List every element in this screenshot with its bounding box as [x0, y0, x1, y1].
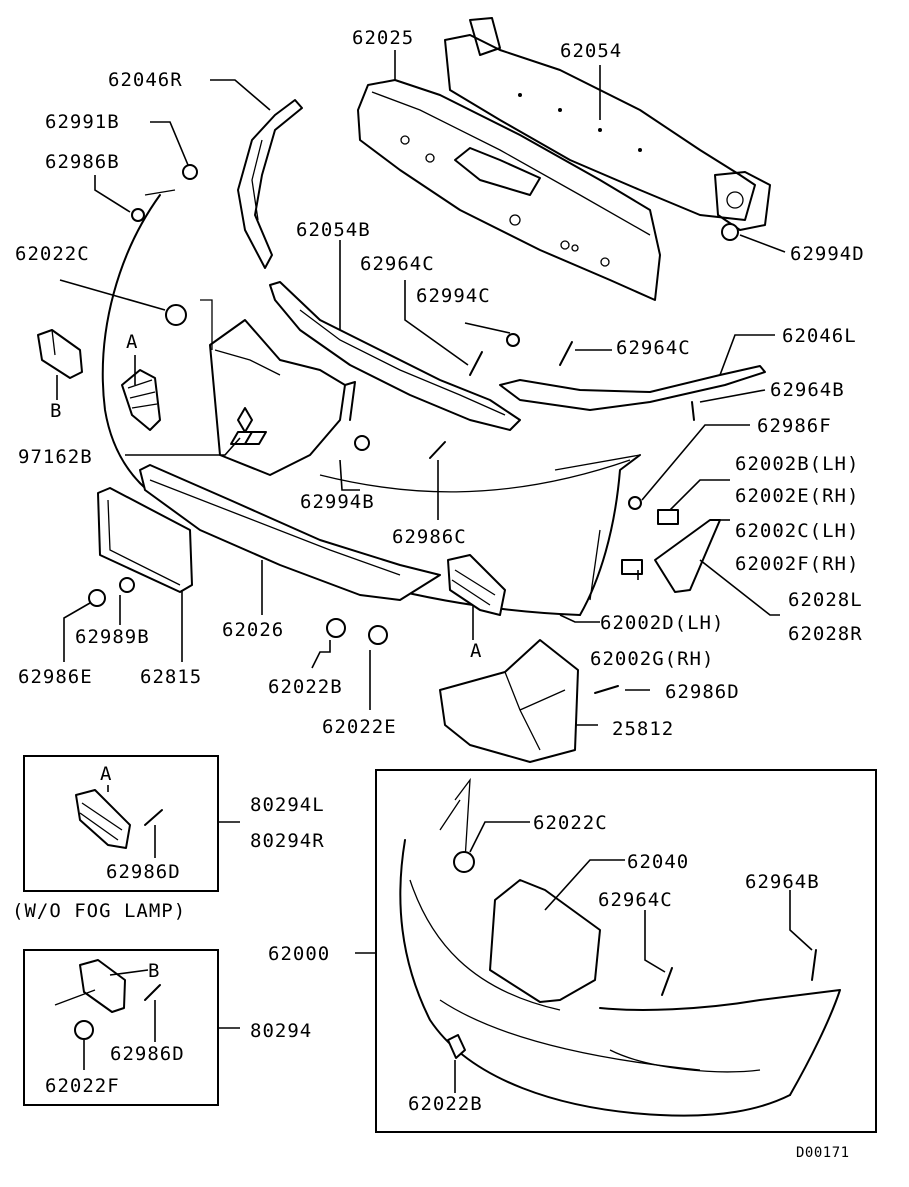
clip-62964C [469, 351, 483, 376]
label-62054: 62054 [560, 40, 622, 62]
label-62986F: 62986F [757, 415, 832, 437]
bolt-62994B [354, 435, 370, 451]
bracket-62046R [237, 99, 303, 269]
label-62986E: 62986E [18, 666, 93, 688]
label-62000: 62000 [268, 943, 330, 965]
label-62026: 62026 [222, 619, 284, 641]
label-80294: 80294 [250, 1020, 312, 1042]
label-62994D: 62994D [790, 243, 865, 265]
part-labels: 62025 62054 62046R 62991B 62986B 62022C … [12, 27, 865, 1161]
label-62022B-a: 62022B [268, 676, 343, 698]
emblem-icon [230, 407, 267, 445]
label-62002G: 62002G(RH) [590, 648, 714, 670]
fog-cover-left [121, 369, 161, 431]
label-80294L: 80294L [250, 794, 325, 816]
label-62986D-a: 62986D [665, 681, 740, 703]
screw-62986B [131, 208, 145, 222]
label-62002C: 62002C(LH) [735, 520, 859, 542]
mark-a-3: A [100, 763, 112, 785]
clip-62022B [326, 618, 346, 638]
label-62022B-b: 62022B [408, 1093, 483, 1115]
bolt-62994C [506, 333, 520, 347]
air-duct-25812 [439, 639, 579, 763]
side-bracket-62028 [654, 519, 721, 593]
clip-62989B [119, 577, 135, 593]
label-62046L: 62046L [782, 325, 857, 347]
mark-a-2: A [470, 640, 482, 662]
clip-62002D [621, 559, 643, 575]
label-wo-fog-lamp: (W/O FOG LAMP) [12, 900, 186, 922]
label-80294R: 80294R [250, 830, 325, 852]
license-bracket-62815 [97, 487, 193, 593]
label-62028L: 62028L [788, 589, 863, 611]
label-62986D-b: 62986D [106, 861, 181, 883]
label-62964B-a: 62964B [770, 379, 845, 401]
label-62986B: 62986B [45, 151, 120, 173]
screw-62986F [628, 496, 642, 510]
label-62025: 62025 [352, 27, 414, 49]
clip-62022C [165, 304, 187, 326]
label-62002B: 62002B(LH) [735, 453, 859, 475]
clip-62002B [657, 509, 679, 525]
clip-62964B [691, 401, 695, 421]
clip-62964C [559, 341, 573, 366]
screw-62986C [429, 441, 446, 459]
label-62002F: 62002F(RH) [735, 553, 859, 575]
label-62022C-b: 62022C [533, 812, 608, 834]
label-62986D-c: 62986D [110, 1043, 185, 1065]
leader-lines [56, 50, 786, 726]
fasteners [88, 164, 739, 694]
label-62040: 62040 [627, 851, 689, 873]
clip-62991B [182, 164, 198, 180]
label-62002E: 62002E(RH) [735, 485, 859, 507]
screw-62986D [594, 685, 619, 694]
bracket-62046L [499, 365, 766, 411]
label-62054B: 62054B [296, 219, 371, 241]
label-62022C: 62022C [15, 243, 90, 265]
clip-62022E [368, 625, 388, 645]
label-62964C-a: 62964C [360, 253, 435, 275]
label-62989B: 62989B [75, 626, 150, 648]
label-62815: 62815 [140, 666, 202, 688]
label-62022E: 62022E [322, 716, 397, 738]
screw-62986E [88, 589, 106, 607]
mark-a-1: A [126, 331, 138, 353]
inset-wo-fog-lamp [23, 755, 240, 892]
label-62964C-c: 62964C [598, 889, 673, 911]
label-62964B-b: 62964B [745, 871, 820, 893]
absorber-62025 [357, 79, 661, 301]
mark-b-2: B [148, 960, 160, 982]
label-25812: 25812 [612, 718, 674, 740]
diagram-code: D00171 [796, 1145, 850, 1161]
label-62002D: 62002D(LH) [600, 612, 724, 634]
label-62022F: 62022F [45, 1075, 120, 1097]
lower-strip-62026 [139, 464, 441, 601]
label-62986C: 62986C [392, 526, 467, 548]
label-62994B: 62994B [300, 491, 375, 513]
label-62046R: 62046R [108, 69, 183, 91]
clip-b [37, 329, 83, 379]
bracket-62054B [269, 281, 521, 431]
mark-b-1: B [50, 400, 62, 422]
label-62994C: 62994C [416, 285, 491, 307]
label-62964C-b: 62964C [616, 337, 691, 359]
label-97162B: 97162B [18, 446, 93, 468]
inset-80294 [23, 949, 240, 1106]
assembled-bumper-62000 [355, 769, 877, 1133]
reinforcement-bar-62054 [444, 17, 771, 231]
label-62028R: 62028R [788, 623, 863, 645]
label-62991B: 62991B [45, 111, 120, 133]
bolt-62994D [721, 223, 739, 241]
fog-cover-right [447, 554, 506, 616]
